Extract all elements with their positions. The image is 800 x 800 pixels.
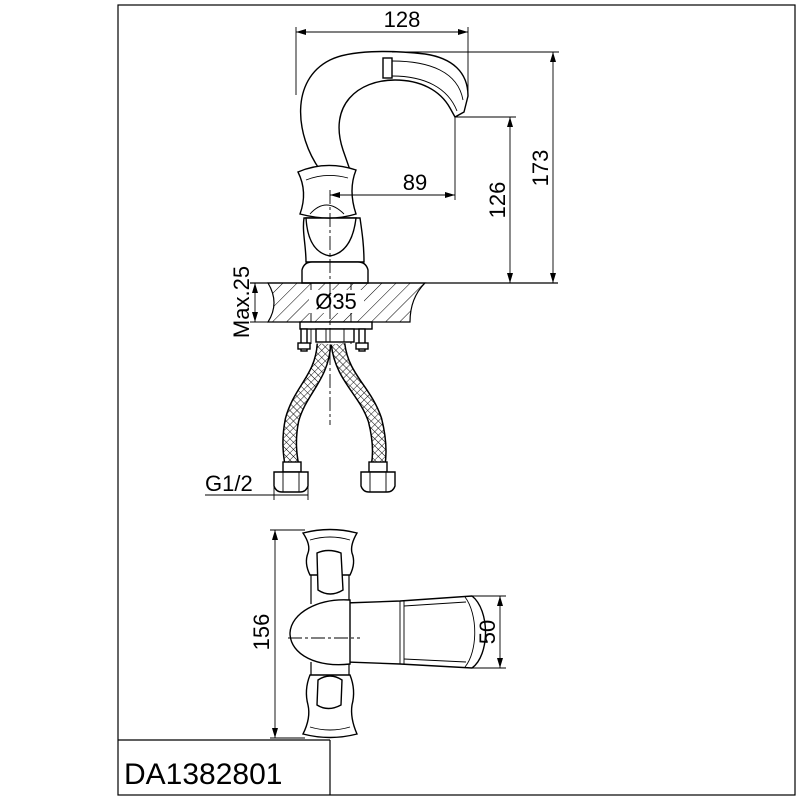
stud-nut-left: [297, 342, 311, 350]
dimension-spout-width: 50: [472, 595, 506, 669]
spout-highlight-upper: [391, 60, 464, 101]
mounting-nut: [315, 328, 355, 343]
handle-bottom-lever: [316, 675, 343, 710]
spout-plan-body: [344, 595, 487, 669]
dim-126-label: 126: [485, 182, 510, 219]
thread-label: G1/2: [205, 471, 253, 496]
lever-handle-side: [297, 164, 357, 219]
side-view: Ø35: [205, 7, 559, 500]
stud-left: [300, 328, 308, 352]
plan-view: 156 50: [249, 528, 506, 739]
spout-ring: [382, 57, 393, 79]
supply-hoses: [273, 342, 396, 493]
handle-top-lever: [316, 549, 344, 595]
spout-plan-edge-lower: [403, 658, 467, 663]
dim-50-label: 50: [475, 620, 500, 644]
handle-plan-top: [301, 528, 359, 595]
mounting-hardware: [297, 321, 373, 352]
hose-left-fitting-nut: [273, 471, 309, 493]
dimension-spout-offset: 89: [330, 117, 456, 200]
mounting-plate: [299, 321, 373, 330]
handle-plan-bottom: [301, 674, 358, 739]
hose-left-ferrule: [282, 461, 302, 473]
dim-max25-label: Max.25: [229, 266, 254, 338]
dim-156-label: 156: [249, 614, 274, 651]
handle-top-crease: [309, 536, 351, 541]
lever-handle-crease: [305, 175, 349, 181]
drawing-frame: [117, 4, 796, 796]
dim-128-label: 128: [384, 7, 421, 32]
hose-right-ferrule: [368, 461, 388, 473]
part-number: DA1382801: [124, 758, 282, 791]
spout-plan-nose: [464, 596, 476, 668]
dimension-handle-span: 156: [249, 529, 305, 739]
dimension-total-height: 173: [392, 51, 559, 283]
hose-right-braid: [332, 343, 386, 468]
title-block: DA1382801: [118, 739, 331, 795]
handle-bottom-crease: [309, 726, 351, 731]
hose-right-fitting-nut: [360, 471, 396, 493]
stud-nut-right: [355, 342, 369, 350]
faucet-body-side: [297, 164, 369, 284]
faucet-base: [301, 261, 369, 284]
dimension-outlet-height: 126: [455, 116, 516, 283]
counter-top: Ø35: [250, 282, 558, 344]
spout-plan: [344, 595, 487, 669]
lever-handle-notch: [309, 204, 345, 215]
spout-side: [299, 50, 469, 171]
spout-plan-edge-upper: [403, 601, 467, 607]
dimension-spout-reach: 128: [295, 7, 469, 95]
thread-callout: G1/2: [205, 471, 309, 500]
body-plan: [289, 599, 351, 666]
dimension-counter-thickness: Max.25: [229, 266, 268, 338]
dim-173-label: 173: [528, 150, 553, 187]
spout-highlight-lower: [391, 75, 458, 112]
hose-left-braid: [283, 343, 330, 468]
dim-89-label: 89: [403, 170, 427, 195]
diameter-label-background: [309, 290, 364, 313]
hole-diameter-label: Ø35: [315, 289, 357, 314]
stud-right: [358, 328, 366, 352]
